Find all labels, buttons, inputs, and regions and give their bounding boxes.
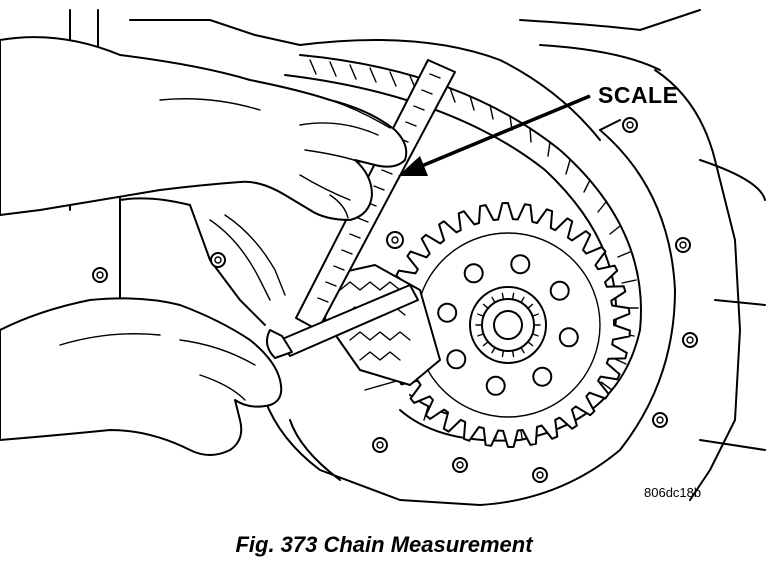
pry-bar xyxy=(265,284,419,359)
chain-measurement-illustration xyxy=(0,9,766,506)
scale-callout-arrow xyxy=(398,94,591,176)
lower-hand xyxy=(0,297,283,456)
scale-callout-label: SCALE xyxy=(598,82,679,108)
sprocket xyxy=(385,202,631,448)
upper-hand xyxy=(0,36,408,221)
figure-id: 806dc18b xyxy=(644,485,702,500)
figure-caption: Fig. 373 Chain Measurement xyxy=(235,532,533,557)
